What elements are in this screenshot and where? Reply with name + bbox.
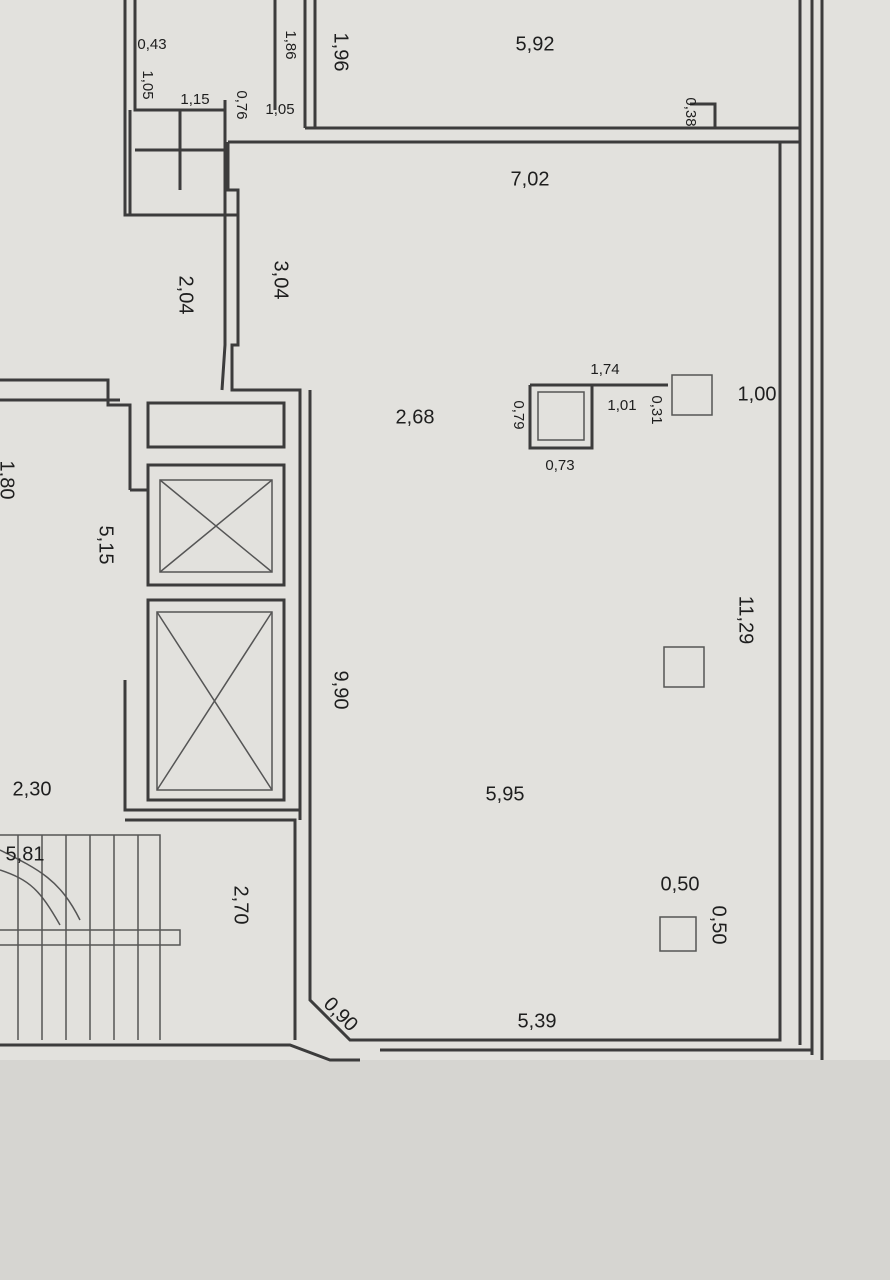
dimension-label: 0,73	[545, 457, 574, 474]
dimension-label: 2,30	[13, 778, 52, 800]
dimension-label: 1,86	[282, 30, 299, 59]
dimension-label: 1,96	[330, 33, 352, 72]
dimension-label: 0,31	[648, 395, 665, 424]
dimension-label: 2,70	[230, 886, 252, 925]
dimension-label: 5,81	[6, 843, 45, 865]
dimension-label: 0,50	[708, 906, 730, 945]
dimension-label: 0,43	[137, 36, 166, 53]
dimension-label: 1,74	[590, 361, 619, 378]
dimension-label: 3,04	[270, 261, 292, 300]
dimension-label: 1,80	[0, 461, 18, 500]
dimension-label: 0,38	[682, 97, 699, 126]
dimension-label: 0,50	[661, 873, 700, 895]
dimension-labels: 5,92 1,96 1,86 0,43 1,05 1,15 0,76 1,05 …	[0, 30, 776, 1036]
dimension-label: 5,92	[516, 33, 555, 55]
dimension-label: 1,05	[139, 70, 156, 99]
dimension-label: 7,02	[511, 168, 550, 190]
dimension-label: 1,01	[607, 397, 636, 414]
dimension-label: 5,39	[518, 1010, 557, 1032]
dimension-label: 9,90	[330, 671, 352, 710]
dimension-label: 5,95	[486, 783, 525, 805]
paper-margin	[0, 1060, 890, 1280]
dimension-label: 1,00	[738, 383, 777, 405]
dimension-label: 2,68	[396, 406, 435, 428]
walls	[0, 0, 824, 1062]
dimension-label: 1,15	[180, 91, 209, 108]
dimension-label: 11,29	[735, 596, 757, 645]
dimension-label: 0,76	[233, 90, 250, 119]
dimension-label: 0,79	[510, 400, 527, 429]
dimension-label: 2,04	[175, 276, 197, 315]
dimension-label: 1,05	[265, 101, 294, 118]
dimension-label: 5,15	[95, 526, 117, 565]
